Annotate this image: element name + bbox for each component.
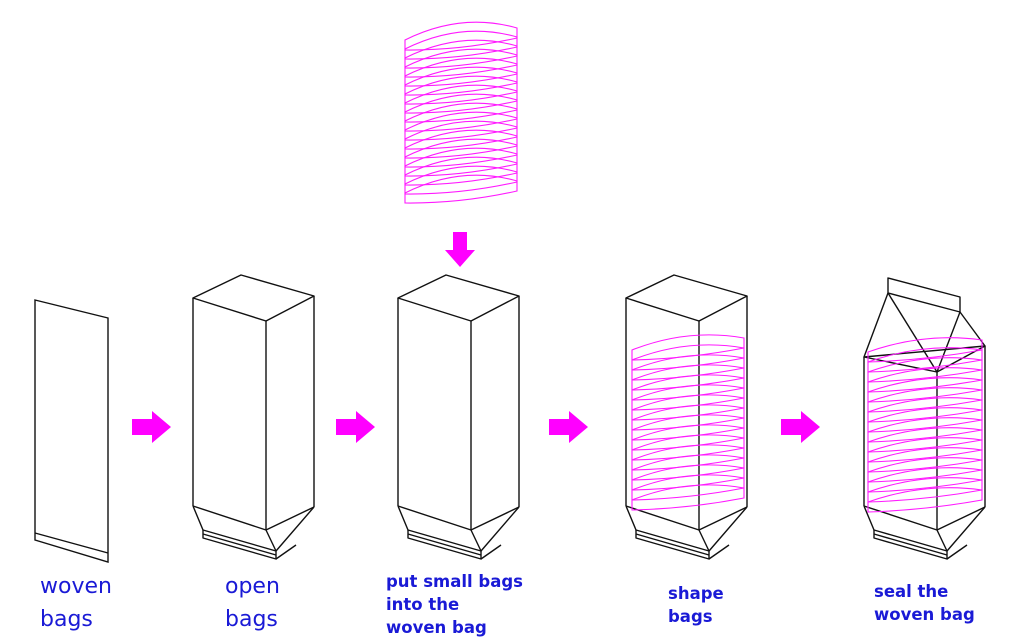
down-arrow: [445, 232, 475, 267]
label-line: put small bags: [386, 572, 523, 591]
small-bag: [404, 30, 518, 60]
label-line: bags: [225, 607, 278, 632]
label-line: woven: [40, 574, 112, 599]
label-line: woven bag: [386, 618, 487, 637]
small-bag: [404, 129, 518, 159]
small-bag: [404, 120, 518, 150]
small-bag: [404, 93, 518, 123]
small-bag: [404, 39, 518, 69]
label-line: woven bag: [874, 605, 975, 624]
right-arrow-1: [132, 411, 171, 443]
label-put-small-bags: put small bags into the woven bag: [386, 570, 523, 639]
small-bag: [404, 138, 518, 168]
small-bag: [404, 66, 518, 96]
label-line: into the: [386, 595, 460, 614]
small-bag-stack-shaped: [631, 334, 745, 511]
flat-woven-bag: [34, 299, 109, 563]
label-line: bags: [668, 607, 713, 626]
small-bag: [404, 21, 518, 51]
label-line: shape: [668, 584, 724, 603]
label-seal-woven-bag: seal the woven bag: [874, 580, 975, 626]
small-bag: [404, 156, 518, 186]
open-bag-box: [192, 274, 315, 560]
label-line: open: [225, 574, 280, 599]
small-bag: [404, 84, 518, 114]
small-bag: [404, 102, 518, 132]
small-bag: [404, 57, 518, 87]
small-bag: [404, 111, 518, 141]
label-woven-bags: woven bags: [40, 570, 112, 636]
label-line: bags: [40, 607, 93, 632]
right-arrow-4: [781, 411, 820, 443]
label-line: seal the: [874, 582, 949, 601]
small-bag: [631, 474, 745, 501]
receiving-bag-box: [397, 274, 520, 560]
small-bag: [867, 487, 983, 513]
small-bag: [404, 75, 518, 105]
right-arrow-2: [336, 411, 375, 443]
small-bag: [631, 484, 745, 511]
label-open-bags: open bags: [225, 570, 280, 636]
small-bag-stack-falling: [404, 21, 518, 204]
label-shape-bags: shape bags: [668, 582, 724, 628]
small-bag-stack-sealed: [867, 337, 983, 513]
small-bag: [404, 165, 518, 195]
small-bag: [404, 48, 518, 78]
small-bag: [404, 147, 518, 177]
right-arrow-3: [549, 411, 588, 443]
small-bag: [404, 174, 518, 204]
